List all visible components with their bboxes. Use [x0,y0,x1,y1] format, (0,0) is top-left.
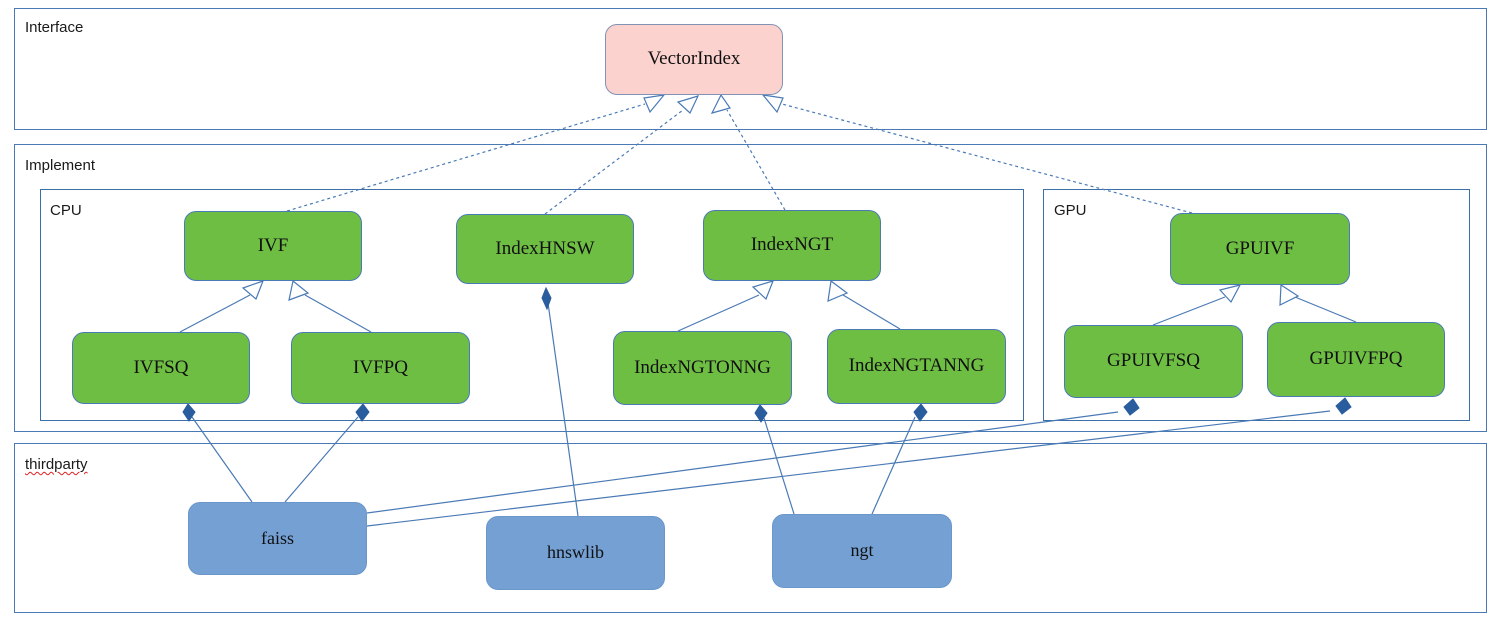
node-indexhnsw[interactable]: IndexHNSW [456,214,634,284]
package-gpu-label: GPU [1054,202,1087,219]
package-implement-label: Implement [25,157,96,174]
node-gpuivfsq[interactable]: GPUIVFSQ [1064,325,1243,398]
node-vectorindex[interactable]: VectorIndex [605,24,783,95]
node-indexngt[interactable]: IndexNGT [703,210,881,281]
node-ivf[interactable]: IVF [184,211,362,281]
node-gpuivf[interactable]: GPUIVF [1170,213,1350,285]
package-thirdparty-label: thirdparty [25,456,88,473]
node-ivfsq[interactable]: IVFSQ [72,332,250,404]
node-hnswlib[interactable]: hnswlib [486,516,665,590]
node-gpuivfpq[interactable]: GPUIVFPQ [1267,322,1445,397]
package-cpu-label: CPU [50,202,82,219]
node-indexngtonng[interactable]: IndexNGTONNG [613,331,792,405]
node-ivfpq[interactable]: IVFPQ [291,332,470,404]
node-ngt[interactable]: ngt [772,514,952,588]
node-indexngtanng[interactable]: IndexNGTANNG [827,329,1006,404]
package-interface-label: Interface [25,19,84,36]
node-faiss[interactable]: faiss [188,502,367,575]
